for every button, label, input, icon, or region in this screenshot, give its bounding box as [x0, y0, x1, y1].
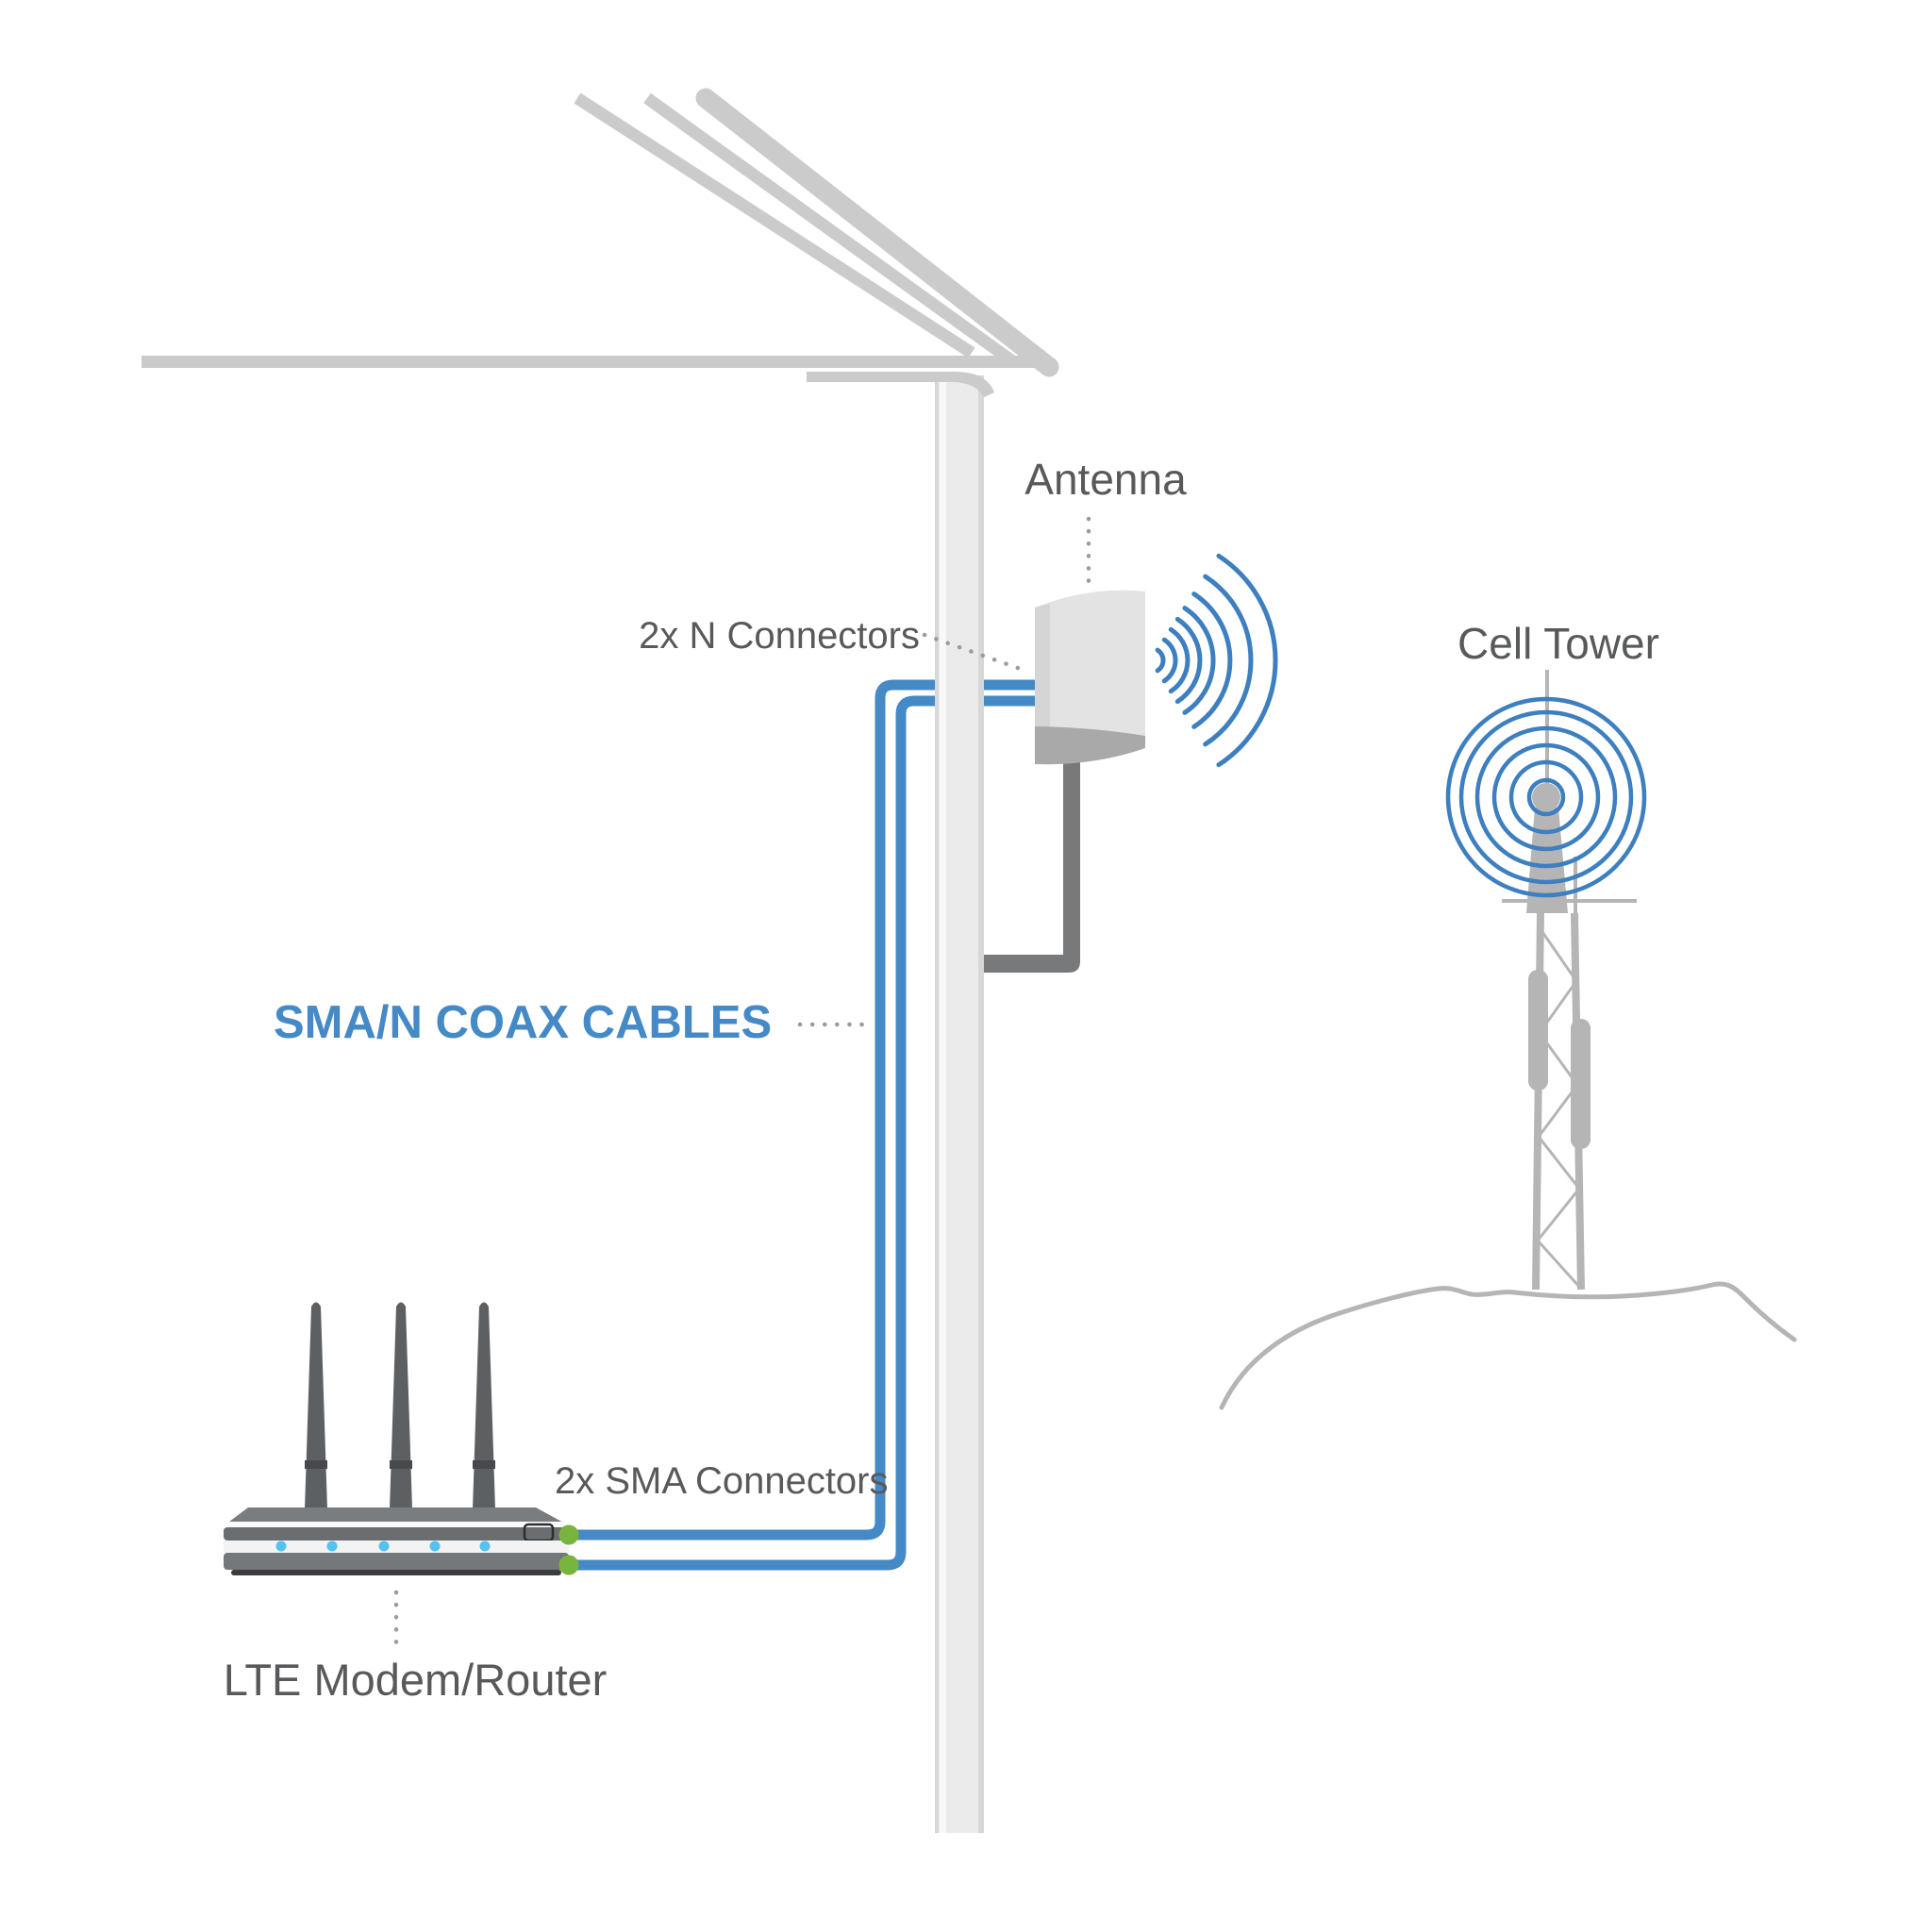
roof-rafter-3: [695, 88, 1059, 377]
signal-wave-arc: [1216, 553, 1278, 768]
cell-tower: [1219, 670, 1797, 1410]
n-connectors-label: 2x N Connectors: [639, 615, 920, 657]
antenna-base: [1035, 726, 1145, 765]
tower-column: [1526, 808, 1568, 913]
tower-signal-ring: [1474, 725, 1618, 869]
signal-wave-arc: [1182, 606, 1216, 715]
signal-wave-arc: [1174, 616, 1203, 705]
roof-fascia: [807, 372, 994, 397]
wall-pole: [935, 375, 984, 1833]
router-lower-band: [224, 1553, 569, 1570]
router-base: [231, 1570, 561, 1575]
router-antenna-icon: [390, 1302, 412, 1509]
antenna-label: Antenna: [1024, 455, 1187, 504]
signal-wave-arc: [1161, 637, 1178, 684]
signal-wave-arc: [1191, 591, 1233, 729]
tower-signal-ring: [1526, 777, 1566, 817]
tower-braces: [1536, 928, 1582, 1290]
cell-tower-label: Cell Tower: [1457, 619, 1659, 668]
roof-rafter-2: [643, 92, 1015, 366]
sma-connector-bottom: [558, 1555, 579, 1575]
sma-connector-top: [558, 1524, 579, 1545]
signal-wave-arc: [1155, 647, 1166, 674]
tower-signal-ring: [1445, 696, 1647, 898]
signal-wave-arc: [1203, 574, 1254, 747]
coax-cable-inner: [562, 695, 1042, 1571]
router-antenna-icon: [473, 1302, 495, 1509]
router-antennas: [305, 1302, 495, 1509]
outdoor-antenna: [1035, 590, 1145, 765]
tower-panel-left: [1528, 970, 1548, 1091]
signal-wave-arc: [1168, 626, 1191, 694]
roof: [142, 88, 1059, 397]
roof-rafter-1: [574, 92, 975, 358]
antenna-front-face: [1035, 590, 1145, 736]
router-antenna-icon: [305, 1302, 327, 1509]
router-led-stripe: [224, 1541, 569, 1553]
coax-cables-label: SMA/N COAX CABLES: [274, 997, 772, 1048]
router-led-icon: [479, 1541, 491, 1552]
leader-lines: [393, 516, 1091, 1656]
tower-leg-left: [1532, 912, 1544, 1291]
router-upper-band: [224, 1527, 569, 1541]
modem-router-label: LTE Modem/Router: [224, 1655, 608, 1705]
tower-signal-rings-icon: [1445, 696, 1647, 898]
sma-connectors-label: 2x SMA Connectors: [555, 1460, 889, 1502]
router-top-face: [225, 1507, 567, 1524]
tower-mast: [1545, 670, 1549, 792]
roof-eave: [142, 356, 1047, 368]
tower-side-line: [1574, 857, 1577, 913]
coax-cable-outer: [562, 679, 1042, 1541]
coax-cables: [562, 679, 1042, 1571]
router-led-icon: [429, 1541, 441, 1552]
antenna-mount-arm: [984, 747, 1080, 973]
router-led-icon: [326, 1541, 338, 1552]
antenna-signal-waves-icon: [1155, 553, 1278, 768]
hill-outline: [1219, 1281, 1797, 1410]
router-led-icon: [378, 1541, 390, 1552]
tower-signal-ring: [1508, 759, 1584, 835]
router-led-lights: [275, 1541, 491, 1552]
tower-signal-ring: [1458, 709, 1634, 885]
tower-crossbar: [1502, 899, 1637, 903]
antenna-side-face: [1035, 604, 1050, 727]
tower-signal-ring: [1491, 742, 1601, 852]
router-led-icon: [275, 1541, 287, 1552]
tower-panel-right: [1571, 1019, 1591, 1149]
lte-modem-router: [224, 1302, 579, 1575]
tower-bulb: [1532, 783, 1560, 811]
router-top-highlight: [225, 1522, 568, 1527]
